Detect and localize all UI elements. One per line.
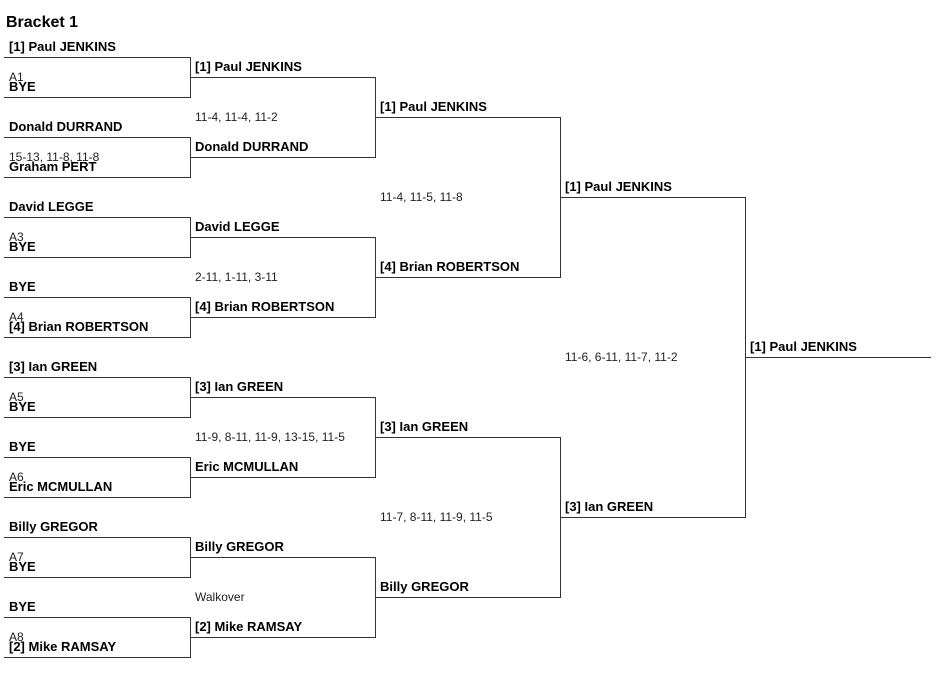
player-name: [1] Paul JENKINS [380, 99, 487, 114]
bracket-line [4, 577, 190, 578]
champion-line [745, 357, 931, 358]
match-score: 11-9, 8-11, 11-9, 13-15, 11-5 [195, 430, 345, 444]
bracket-line [4, 297, 190, 298]
bracket-line [4, 617, 190, 618]
bracket-line [560, 517, 745, 518]
match-score: 2-11, 1-11, 3-11 [195, 270, 278, 284]
bracket-line [190, 77, 375, 78]
player-name: [1] Paul JENKINS [565, 179, 672, 194]
player-name: BYE [9, 439, 36, 454]
bracket-line [4, 57, 190, 58]
bracket-line [560, 197, 745, 198]
bracket-line [4, 537, 190, 538]
match-code: A6 [9, 470, 24, 484]
bracket-line [190, 557, 375, 558]
player-name: [1] Paul JENKINS [9, 39, 116, 54]
bracket-line [375, 277, 560, 278]
bracket-line [4, 377, 190, 378]
bracket-line [4, 457, 190, 458]
player-name: [4] Brian ROBERTSON [195, 299, 335, 314]
bracket-line [4, 337, 190, 338]
bracket-line [375, 117, 560, 118]
match-code: A8 [9, 630, 24, 644]
player-name: Billy GREGOR [9, 519, 98, 534]
player-name: [4] Brian ROBERTSON [380, 259, 520, 274]
match-score: 11-6, 6-11, 11-7, 11-2 [565, 350, 678, 364]
bracket-line [4, 417, 190, 418]
player-name: [3] Ian GREEN [195, 379, 284, 394]
match-code: A7 [9, 550, 24, 564]
bracket-line [4, 257, 190, 258]
player-name: David LEGGE [9, 199, 94, 214]
match-code: A1 [9, 70, 24, 84]
bracket-line [375, 437, 560, 438]
player-name: [3] Ian GREEN [9, 359, 98, 374]
player-name: [2] Mike RAMSAY [9, 639, 117, 654]
player-name: Graham PERT [9, 159, 97, 174]
match-code: A3 [9, 230, 24, 244]
bracket-title: Bracket 1 [6, 14, 79, 31]
player-name: Eric MCMULLAN [9, 479, 113, 494]
bracket-line [4, 137, 190, 138]
bracket-line [4, 97, 190, 98]
match-score: 11-4, 11-4, 11-2 [195, 110, 278, 124]
player-name: [2] Mike RAMSAY [195, 619, 303, 634]
champion-name: [1] Paul JENKINS [750, 339, 857, 354]
bracket-line [190, 637, 375, 638]
player-name: [3] Ian GREEN [565, 499, 654, 514]
player-name: [1] Paul JENKINS [195, 59, 302, 74]
bracket-line [190, 317, 375, 318]
bracket-line [190, 397, 375, 398]
player-name: [4] Brian ROBERTSON [9, 319, 149, 334]
player-name: Billy GREGOR [195, 539, 284, 554]
bracket-line [4, 177, 190, 178]
match-code: A4 [9, 310, 24, 324]
bracket-line [190, 477, 375, 478]
player-name: BYE [9, 599, 36, 614]
match-score: 11-4, 11-5, 11-8 [380, 190, 463, 204]
player-name: [3] Ian GREEN [380, 419, 469, 434]
player-name: BYE [9, 279, 36, 294]
match-code: 15-13, 11-8, 11-8 [9, 150, 100, 164]
match-code: A5 [9, 390, 24, 404]
bracket-line [4, 497, 190, 498]
match-score: 11-7, 8-11, 11-9, 11-5 [380, 510, 493, 524]
bracket-line [375, 597, 560, 598]
bracket-line [4, 217, 190, 218]
player-name: Donald DURRAND [9, 119, 123, 134]
match-score: Walkover [195, 590, 245, 604]
player-name: David LEGGE [195, 219, 280, 234]
player-name: Donald DURRAND [195, 139, 309, 154]
player-name: BYE [9, 399, 36, 414]
bracket-line [4, 657, 190, 658]
player-name: BYE [9, 79, 36, 94]
bracket-line [190, 237, 375, 238]
player-name: Eric MCMULLAN [195, 459, 299, 474]
player-name: BYE [9, 239, 36, 254]
player-name: BYE [9, 559, 36, 574]
bracket-line [190, 157, 375, 158]
player-name: Billy GREGOR [380, 579, 469, 594]
